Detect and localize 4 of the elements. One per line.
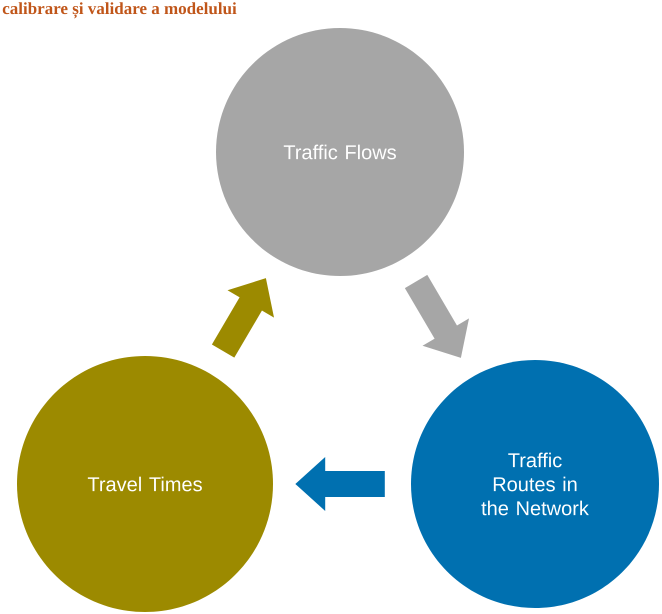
title: calibrare și validare a modelului — [2, 2, 236, 18]
circle-node: Travel Times — [17, 356, 273, 612]
circle-node: Traffic Flows — [216, 28, 464, 276]
circle-node: Traffic Routes in the Network — [411, 360, 659, 608]
